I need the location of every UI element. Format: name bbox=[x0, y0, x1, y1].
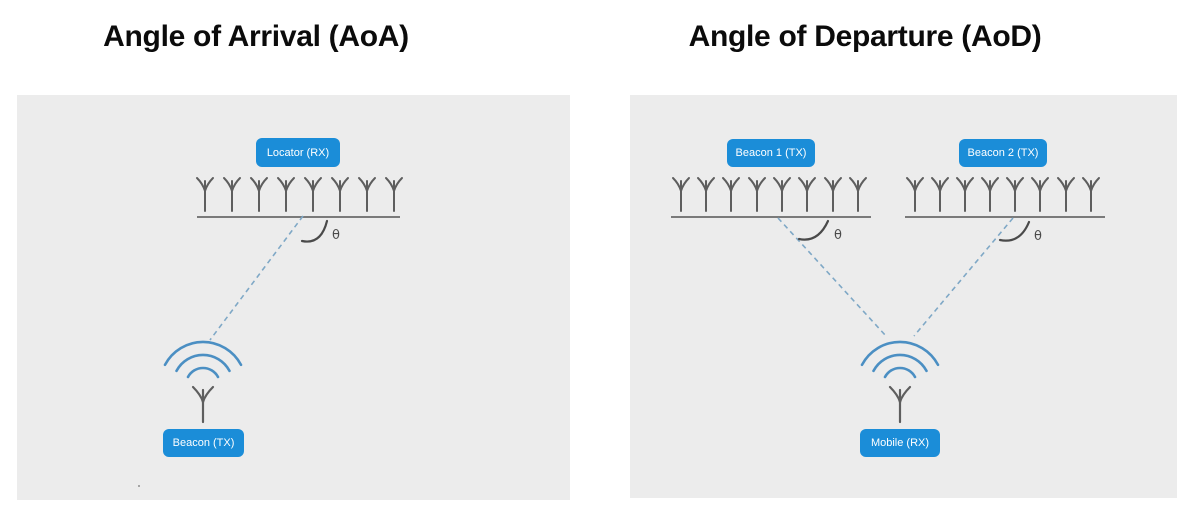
aod-mobile-antenna-icon bbox=[888, 385, 912, 424]
aoa-title: Angle of Arrival (AoA) bbox=[103, 20, 409, 53]
aod-theta-symbol-1: θ bbox=[834, 228, 842, 243]
aoa-diagram-canvas: θ bbox=[163, 177, 403, 424]
aod-theta-symbol-2: θ bbox=[1034, 229, 1042, 244]
aoa-wifi-signal-icon bbox=[163, 340, 243, 379]
mobile-rx-label: Mobile (RX) bbox=[860, 429, 940, 457]
beacon1-tx-label: Beacon 1 (TX) bbox=[727, 139, 815, 167]
aod-signal2-dashed-line bbox=[913, 217, 1014, 337]
beacon2-tx-label: Beacon 2 (TX) bbox=[959, 139, 1047, 167]
aoa-diagram-panel: θ Locator (RX) Beacon (TX) bbox=[17, 95, 570, 500]
aoa-beacon-antenna-icon bbox=[191, 385, 215, 424]
aod-diagram-canvas: θ θ bbox=[671, 177, 1105, 424]
aoa-antenna-array-icon bbox=[196, 177, 403, 212]
aoa-angle-arc bbox=[300, 219, 329, 243]
aod-signal1-dashed-line bbox=[777, 217, 887, 337]
aod-beacon2-antenna-array-icon bbox=[906, 177, 1100, 212]
aod-title: Angle of Departure (AoD) bbox=[688, 20, 1042, 53]
stray-dot bbox=[138, 485, 140, 487]
aod-angle-arc-2 bbox=[998, 220, 1031, 242]
aod-wifi-signal-icon bbox=[860, 340, 940, 379]
aod-diagram-panel: θ θ Beacon 1 (TX) Beacon 2 (TX) Mobile (… bbox=[630, 95, 1177, 498]
aod-angle-arc-1 bbox=[797, 219, 830, 241]
locator-rx-label: Locator (RX) bbox=[256, 138, 340, 167]
aoa-theta-symbol: θ bbox=[332, 228, 340, 243]
aod-beacon1-antenna-array-icon bbox=[672, 177, 867, 212]
aoa-signal-dashed-line bbox=[209, 215, 304, 341]
beacon-tx-label: Beacon (TX) bbox=[163, 429, 244, 457]
